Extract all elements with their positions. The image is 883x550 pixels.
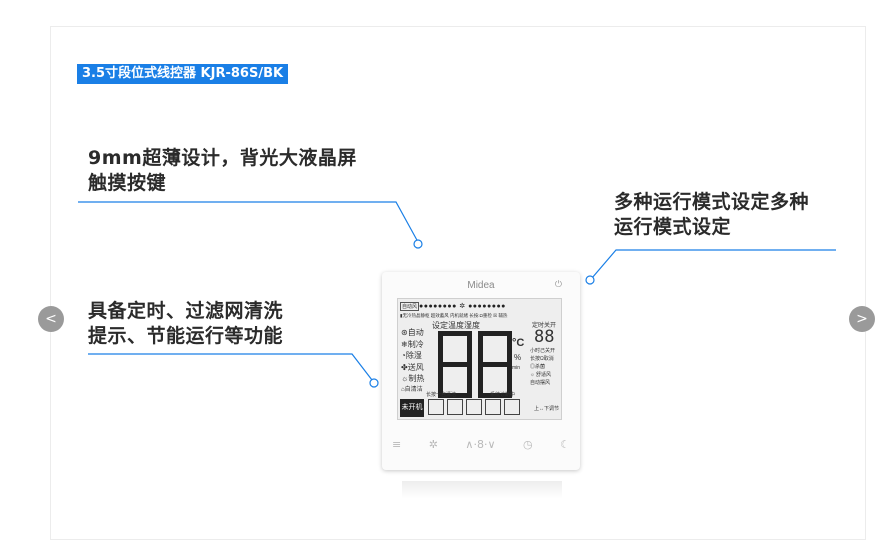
lcd-mode: ⌂自清洁: [401, 386, 423, 393]
lcd-unit-celsius: °C: [512, 337, 525, 349]
lcd-timer-label: 定时关开: [532, 323, 557, 329]
lcd-setting-label: 设定温度湿度: [432, 321, 480, 330]
clean-icon: [485, 399, 501, 415]
lcd-swing-hint: 上↔下调节: [534, 406, 560, 412]
power-icon[interactable]: ⏻: [554, 280, 562, 290]
lcd-wind-dots: ●●●●●●●● ✲ ●●●●●●●●: [419, 303, 506, 310]
lcd-standby-badge: 未开机: [400, 399, 424, 417]
lcd-self-clean-hint: 长按一自清洁: [426, 392, 457, 398]
lcd-note: 小时己关开: [530, 348, 556, 354]
lcd-unit-percent: %: [514, 353, 522, 362]
lcd-right-notes: 小时己关开 长按Ω取消 ◎杀菌 ☼ 舒适风 自动摆风: [530, 347, 555, 387]
lcd-mode-list: ⊛自动 ❄制冷 ◔除湿 ✤送风 ☼制热 ⌂自清洁: [401, 327, 424, 396]
lock-icon: [466, 399, 482, 415]
callout-dot-timer: [369, 378, 379, 388]
touch-buttons: ≡ ✲ ∧·8·∨ ◷ ☾: [392, 436, 570, 452]
lcd-mode: ◔除湿: [401, 351, 422, 360]
temp-adjust-button[interactable]: ∧·8·∨: [465, 437, 496, 451]
feature-slim-design: 9mm超薄设计，背光大液晶屏 触摸按键: [88, 146, 357, 196]
lcd-main-digits: [438, 331, 528, 401]
lcd-note: ☼ 舒适风: [530, 372, 551, 378]
lcd-unit-min: min: [512, 365, 521, 371]
lcd-timer-digits: 88: [534, 327, 555, 347]
lcd-note: ◎杀菌: [530, 364, 546, 370]
eco-icon: [447, 399, 463, 415]
lcd-screen: 自动风 ●●●●●●●● ✲ ●●●●●●●● ▮无冷热晶静枢 超效蓄风 内机就…: [397, 298, 562, 420]
feature-run-modes: 多种运行模式设定多种 运行模式设定: [614, 190, 809, 240]
lcd-mode: ⊛自动: [401, 328, 424, 337]
fan-icon: [504, 399, 520, 415]
lcd-note: 长按Ω取消: [530, 356, 554, 362]
lcd-mode: ☼制热: [401, 374, 425, 383]
feature-line: 触摸按键: [88, 172, 167, 194]
lcd-function-icons: [428, 399, 520, 415]
callout-line-timer: [88, 353, 373, 381]
carousel-next-button[interactable]: >: [849, 306, 875, 332]
fan-button[interactable]: ✲: [428, 437, 438, 451]
chevron-right-icon: >: [856, 311, 868, 327]
menu-button[interactable]: ≡: [392, 437, 402, 451]
callout-dot-modes: [585, 275, 595, 285]
feature-timer-filter: 具备定时、过滤网清洗 提示、节能运行等功能: [88, 299, 283, 349]
wired-controller: Midea ⏻ 自动风 ●●●●●●●● ✲ ●●●●●●●● ▮无冷热晶静枢 …: [382, 272, 580, 470]
callout-dot-slim: [413, 239, 423, 249]
feature-line: 运行模式设定: [614, 216, 732, 238]
lcd-mode: ❄制冷: [401, 339, 424, 349]
lcd-note: 自动摆风: [530, 380, 551, 386]
sleep-button[interactable]: ☾: [560, 437, 570, 451]
chevron-left-icon: <: [45, 311, 57, 327]
lcd-auto-wind: 自动风: [400, 302, 420, 311]
filter-icon: [428, 399, 444, 415]
product-title-tag: 3.5寸段位式线控器 KJR-86S/BK: [77, 64, 289, 84]
device-reflection: [402, 481, 562, 499]
feature-line: 具备定时、过滤网清洗: [88, 300, 284, 322]
lcd-top-row: ▮无冷热晶静枢 超效蓄风 内机就绪 长按:Ω重检 ☒ 辅热: [400, 313, 508, 318]
feature-line: 提示、节能运行等功能: [88, 325, 284, 347]
lcd-mode: ✤送风: [401, 362, 424, 372]
feature-line: 9mm超薄设计，背光大液晶屏: [88, 147, 357, 169]
carousel-prev-button[interactable]: <: [38, 306, 64, 332]
feature-line: 多种运行模式设定多种: [614, 191, 810, 213]
lcd-diagnosis-hint: 系统诊断中: [490, 392, 516, 398]
brand-logo: Midea: [467, 280, 495, 291]
timer-button[interactable]: ◷: [523, 437, 533, 451]
callout-line-slim: [78, 201, 419, 243]
callout-line-modes: [591, 249, 836, 279]
